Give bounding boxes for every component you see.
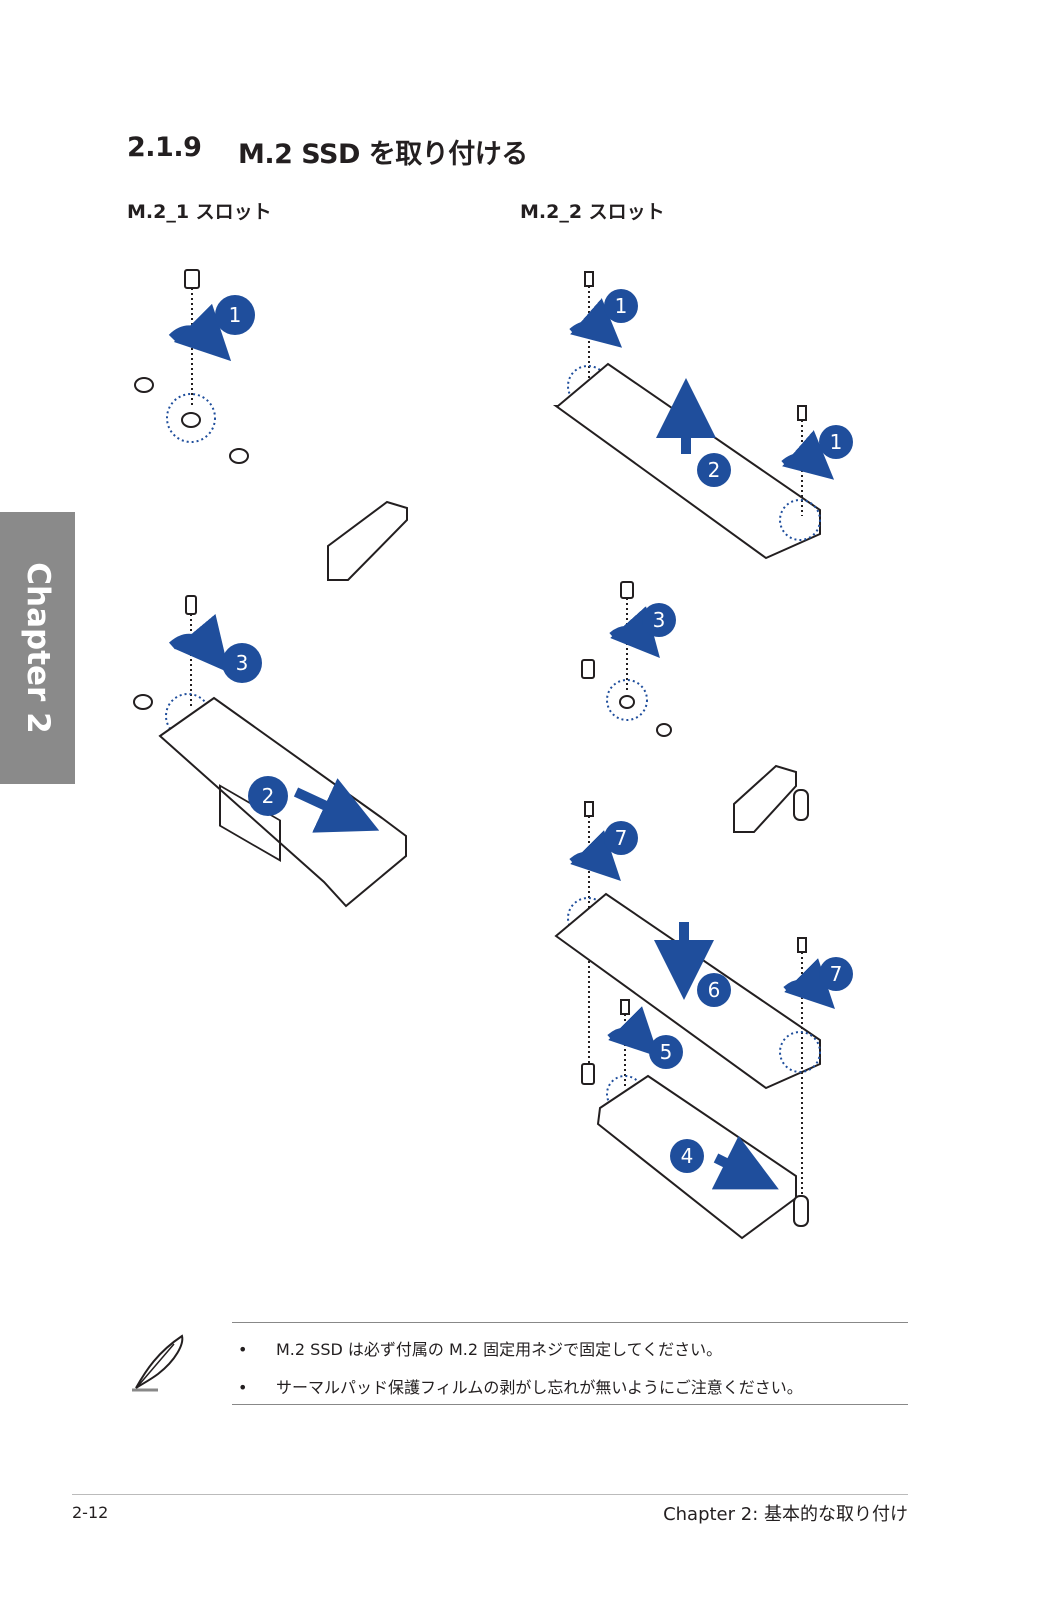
step-badge-1c: 1 <box>819 425 853 459</box>
highlight-circle <box>779 1031 821 1073</box>
screw-icon <box>797 405 807 421</box>
step-badge-3: 3 <box>222 643 262 683</box>
svg-text:1: 1 <box>830 430 843 454</box>
screw-hole-icon <box>134 377 154 393</box>
highlight-circle <box>166 393 216 443</box>
svg-text:3: 3 <box>236 651 249 675</box>
step-badges: 1 3 2 1 1 2 3 7 7 6 5 4 <box>215 289 853 1173</box>
note-text: M.2 SSD は必ず付属の M.2 固定用ネジで固定してください。 <box>276 1340 723 1359</box>
m2-connector-icon <box>327 500 408 581</box>
standoff-icon <box>581 1063 595 1085</box>
slot-label-m2-2: M.2_2 スロット <box>520 201 665 223</box>
screw-icon <box>185 595 197 615</box>
step-badge-2b: 2 <box>697 453 731 487</box>
step-badge-7b: 7 <box>819 957 853 991</box>
svg-text:5: 5 <box>660 1040 673 1064</box>
svg-text:1: 1 <box>615 294 628 318</box>
screw-hole-icon <box>133 694 153 710</box>
svg-text:7: 7 <box>830 962 843 986</box>
installation-diagram: 1 3 2 1 1 2 3 7 7 6 5 4 <box>133 269 853 1240</box>
highlight-circle <box>606 679 648 721</box>
standoff-icon <box>184 269 200 289</box>
svg-text:2: 2 <box>262 784 275 808</box>
svg-text:2: 2 <box>708 458 721 482</box>
step-badge-5: 5 <box>649 1035 683 1069</box>
m2-connector-icon <box>733 764 797 833</box>
note-item: • サーマルパッド保護フィルムの剥がし忘れが無いようにご注意ください。 <box>238 1374 803 1398</box>
note-text: サーマルパッド保護フィルムの剥がし忘れが無いようにご注意ください。 <box>276 1378 803 1397</box>
section-number: 2.1.9 <box>127 132 202 163</box>
screw-icon <box>797 937 807 953</box>
screw-hole-icon <box>181 412 201 428</box>
rotate-arrow-icon <box>609 606 660 658</box>
page-number: 2-12 <box>72 1503 109 1522</box>
standoff-icon <box>793 789 809 821</box>
step-badge-1b: 1 <box>604 289 638 323</box>
m2-1-step23-group <box>133 595 407 908</box>
step-badge-7: 7 <box>604 821 638 855</box>
standoff-icon <box>581 659 595 679</box>
screw-hole-icon <box>656 723 672 737</box>
m2-2-step12-group <box>552 271 835 560</box>
slot-label-m2-1: M.2_1 スロット <box>127 201 272 223</box>
rotate-arrow-icon <box>168 613 230 673</box>
rotate-arrow-icon <box>607 1006 659 1057</box>
pen-note-icon <box>132 1334 184 1392</box>
section-title: M.2 SSD を取り付ける <box>238 139 528 170</box>
footer-rule <box>72 1494 908 1495</box>
note-bottom-rule <box>232 1404 908 1405</box>
note-item: • M.2 SSD は必ず付属の M.2 固定用ネジで固定してください。 <box>238 1336 722 1360</box>
screw-icon <box>584 271 594 287</box>
step-badge-3b: 3 <box>642 603 676 637</box>
rotate-arrow-icon <box>781 430 835 480</box>
rotate-arrow-icon <box>783 958 835 1009</box>
step-badge-4: 4 <box>670 1139 704 1173</box>
screw-hole-icon <box>619 695 635 709</box>
rotate-arrow-icon <box>569 298 623 348</box>
svg-text:3: 3 <box>653 608 666 632</box>
m2-2-step3-group <box>581 581 672 737</box>
svg-text:6: 6 <box>708 978 721 1002</box>
chapter-tab: Chapter 2 <box>0 512 75 784</box>
slide-arrow-icon <box>293 778 380 833</box>
svg-text:4: 4 <box>681 1144 694 1168</box>
screw-icon <box>620 999 630 1015</box>
step-badge-6: 6 <box>697 973 731 1007</box>
bullet: • <box>238 1340 248 1359</box>
bullet: • <box>238 1378 248 1397</box>
screw-icon <box>584 801 594 817</box>
standoff-icon <box>620 581 634 599</box>
rotate-arrow-icon <box>569 830 621 881</box>
standoff-icon <box>793 1195 809 1227</box>
note-top-rule <box>232 1322 908 1323</box>
chapter-tab-label: Chapter 2 <box>19 562 56 734</box>
screw-hole-icon <box>229 448 249 464</box>
slide-arrow-icon <box>711 1135 779 1190</box>
highlight-circle <box>779 499 821 541</box>
step-badge-2: 2 <box>248 776 288 816</box>
heatsink-plate-icon <box>552 362 821 560</box>
m2-1-step1-group <box>134 269 249 464</box>
rotate-arrow-icon <box>168 303 232 362</box>
svg-text:1: 1 <box>229 303 242 327</box>
svg-text:7: 7 <box>615 826 628 850</box>
step-badge-1: 1 <box>215 295 255 335</box>
footer-chapter-title: Chapter 2: 基本的な取り付け <box>663 1504 908 1525</box>
